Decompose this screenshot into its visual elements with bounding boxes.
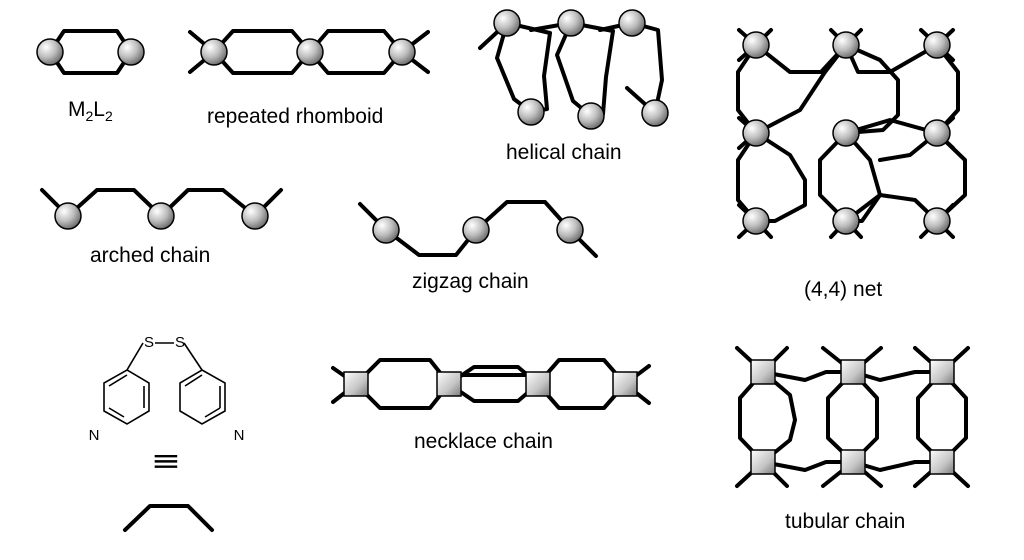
m2l2-label-l-subscript: 2 bbox=[104, 108, 113, 125]
m2l2-label: M2L2 bbox=[68, 98, 113, 124]
net-44-label: (4,4) net bbox=[804, 278, 883, 301]
arched-chain-label: arched chain bbox=[90, 244, 211, 267]
repeated-rhomboid-label: repeated rhomboid bbox=[207, 105, 384, 128]
sulfur-atom-left: S bbox=[144, 334, 154, 351]
sphere-nodes bbox=[36, 9, 951, 244]
dipyridyl-disulfide-structure bbox=[103, 342, 226, 425]
necklace-chain-motif bbox=[331, 358, 651, 410]
m2l2-label-l: L bbox=[93, 98, 105, 121]
square-nodes bbox=[343, 359, 955, 475]
sulfur-atom-right: S bbox=[175, 334, 185, 351]
nitrogen-atom-right: N bbox=[234, 427, 245, 444]
nitrogen-atom-left: N bbox=[89, 427, 100, 444]
helical-chain-label: helical chain bbox=[506, 141, 622, 164]
zigzag-chain-label: zigzag chain bbox=[412, 270, 529, 293]
tubular-chain-label: tubular chain bbox=[785, 510, 906, 533]
m2l2-label-m: M bbox=[68, 98, 86, 121]
m2l2-label-m-subscript: 2 bbox=[85, 108, 94, 125]
equivalence-symbol: ≡ bbox=[151, 444, 181, 478]
necklace-chain-label: necklace chain bbox=[414, 430, 553, 453]
tubular-chain-motif bbox=[735, 346, 970, 488]
bent-ligand-shape bbox=[123, 504, 214, 532]
helical-chain-motif bbox=[478, 21, 664, 118]
